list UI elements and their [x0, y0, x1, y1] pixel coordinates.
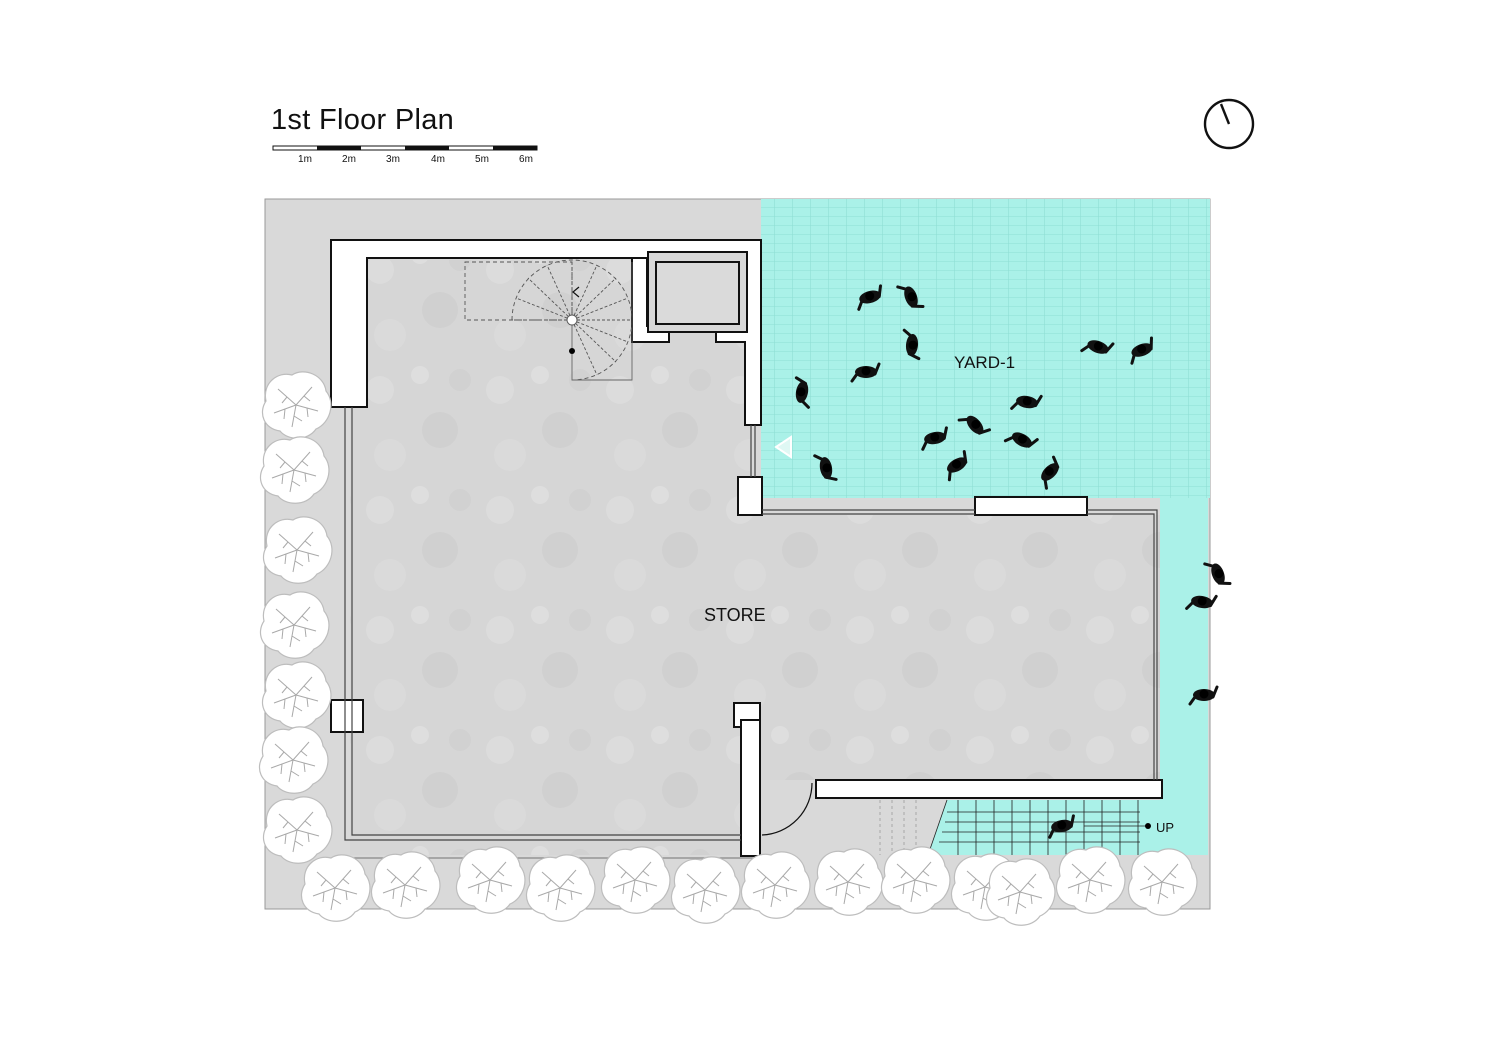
room-label-store: STORE [704, 605, 766, 625]
yard-bench [974, 496, 1088, 516]
plan-title: 1st Floor Plan [271, 104, 455, 136]
scale-label: 6m [519, 154, 533, 165]
scale-label: 3m [386, 154, 400, 165]
door-swing [761, 782, 813, 836]
tree-icon [670, 856, 741, 924]
stair-landing-area [928, 800, 1160, 855]
tree-icon [985, 858, 1056, 926]
south-partition [740, 719, 761, 857]
entry-arrow-icon [774, 435, 792, 459]
scale-label: 4m [431, 154, 445, 165]
north-arrow-icon [1203, 98, 1255, 150]
stair-wall [815, 779, 1163, 799]
column-west [330, 699, 364, 733]
scale-label: 5m [475, 154, 489, 165]
yard-side-strip [1160, 498, 1208, 855]
scale-bar: 1m 2m 3m 4m 5m 6m [272, 145, 538, 165]
scale-label: 2m [342, 154, 356, 165]
tree-icon [525, 854, 596, 922]
tree-icon [300, 854, 371, 922]
scale-label: 1m [298, 154, 312, 165]
walls [330, 239, 1163, 857]
stair-up-label: UP [1156, 820, 1174, 835]
north-wall [330, 239, 762, 426]
room-label-yard: YARD-1 [954, 353, 1015, 372]
shaft-inner [655, 261, 740, 325]
spiral-stair-icon [464, 259, 633, 381]
column-east [737, 476, 763, 516]
store-floor [350, 260, 1160, 855]
